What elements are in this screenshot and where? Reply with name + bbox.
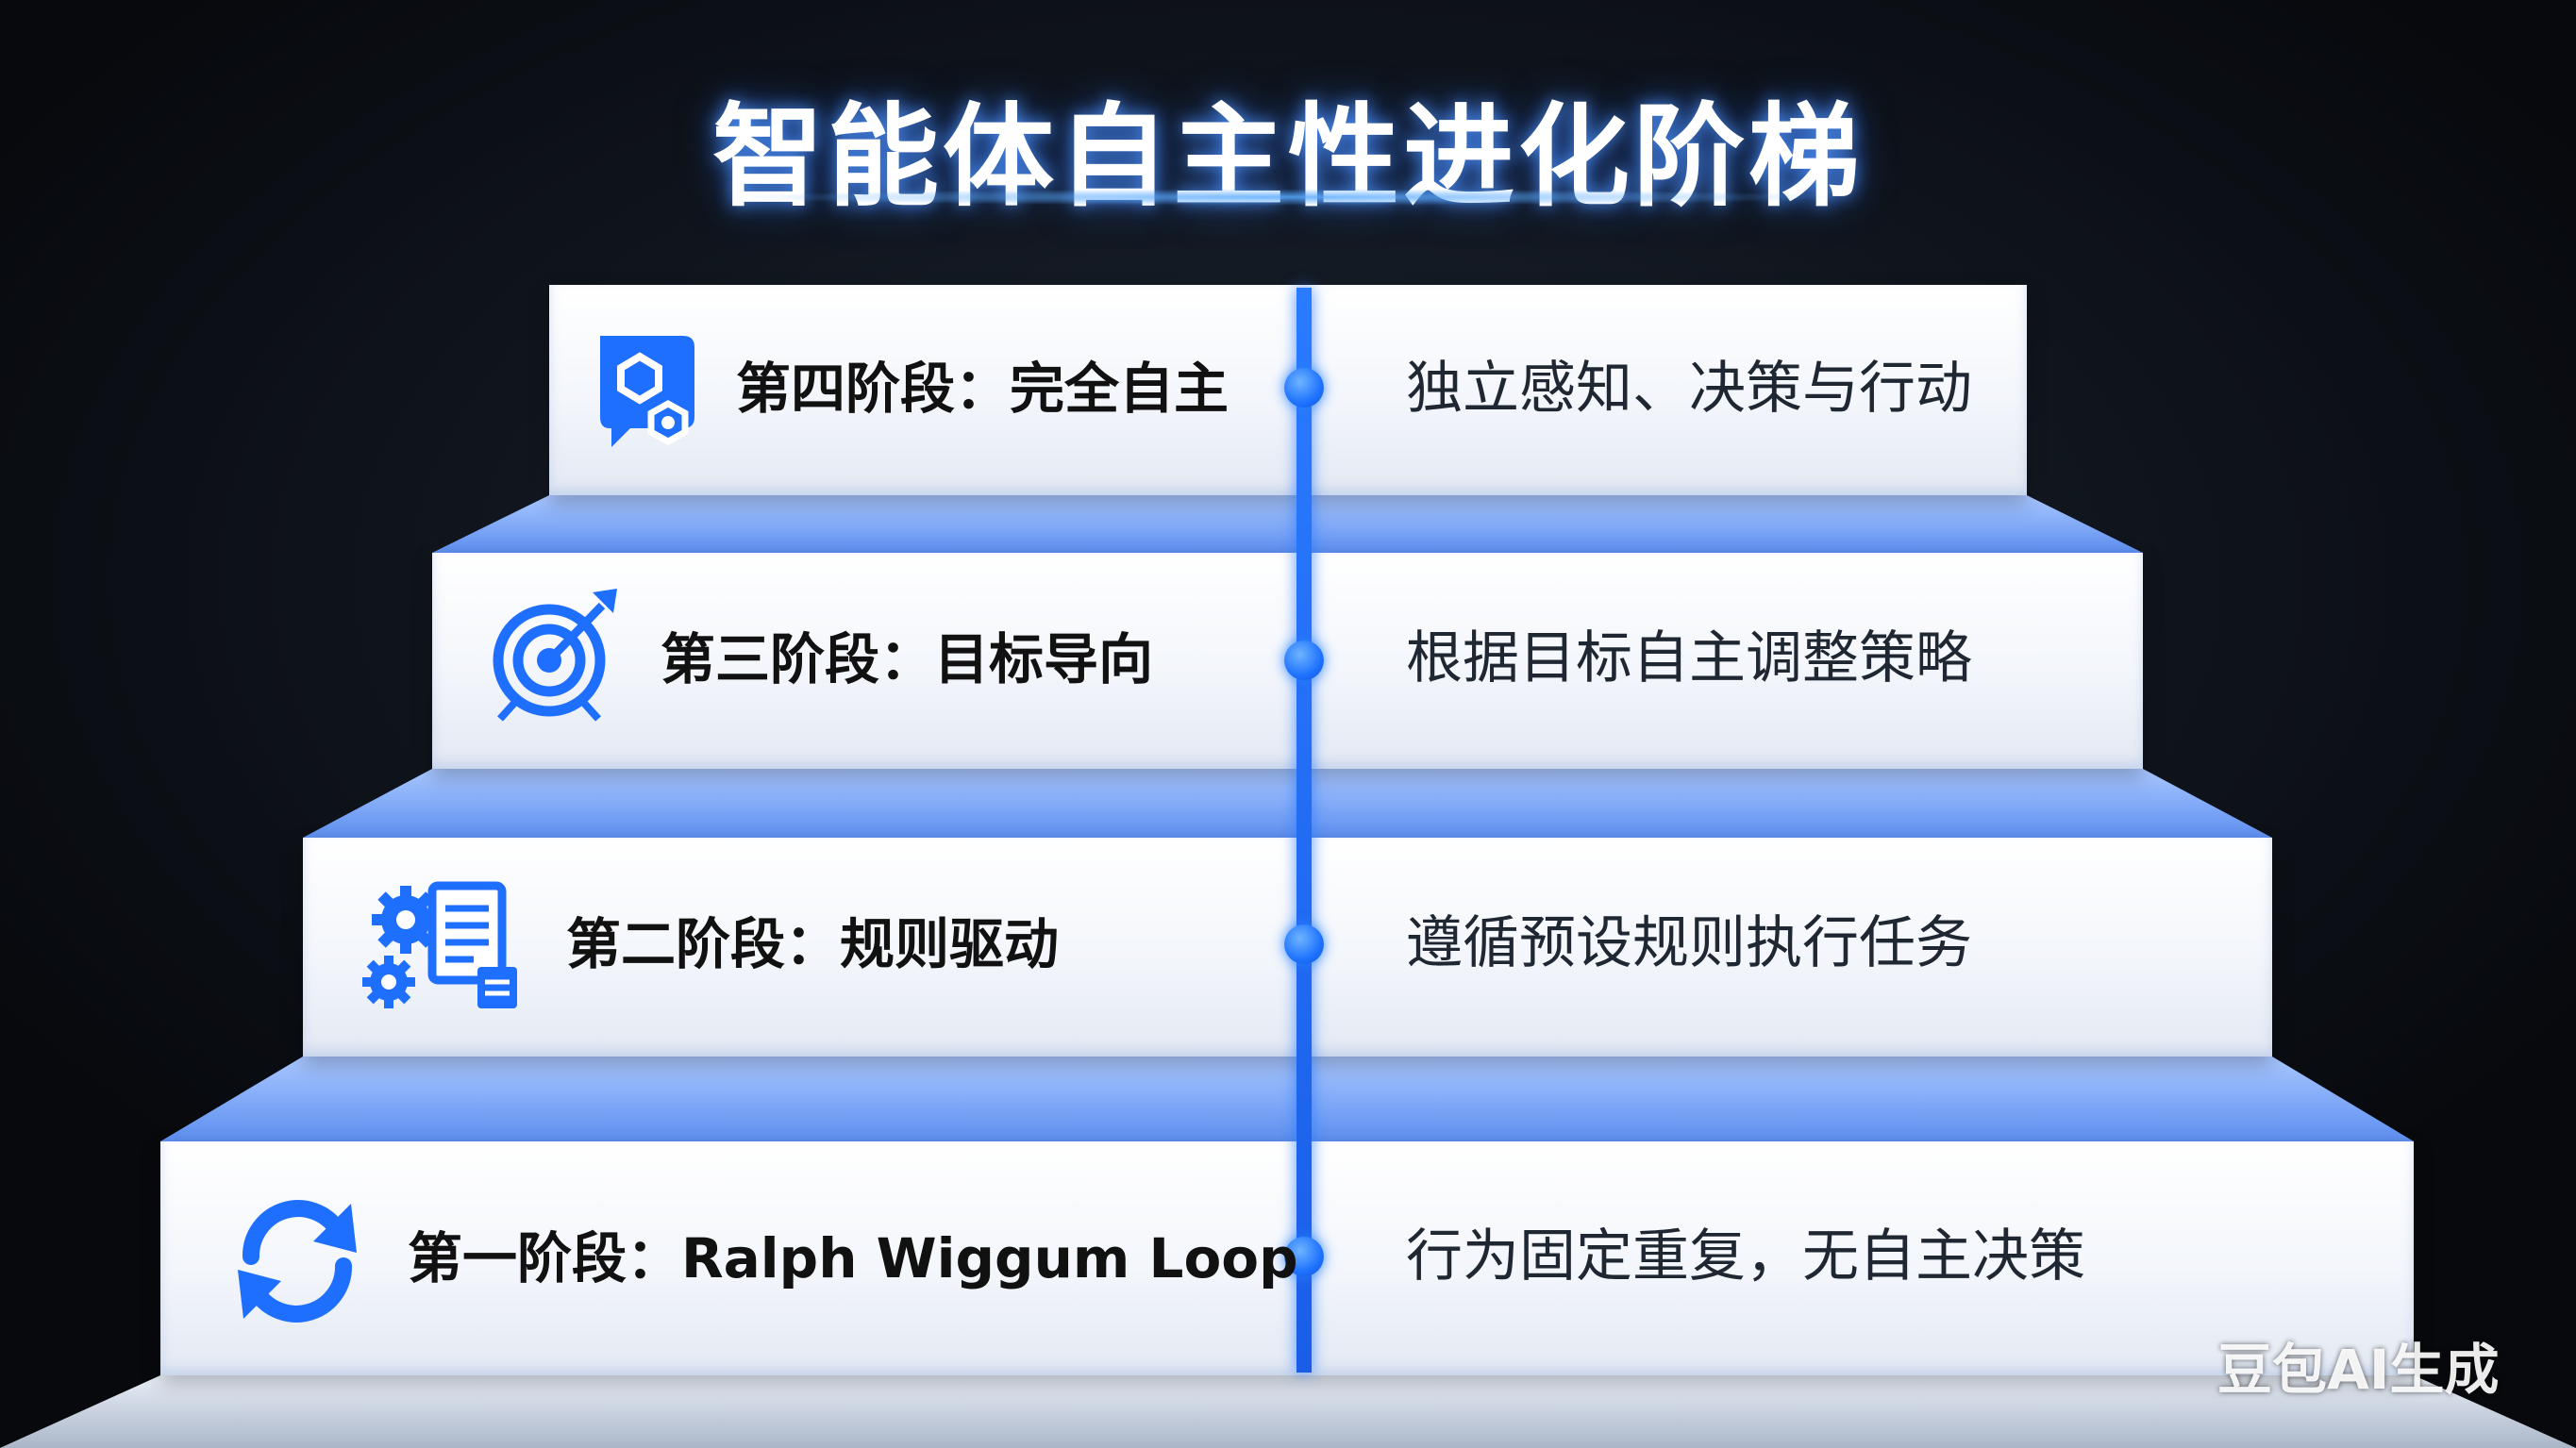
tread-stage-4 bbox=[432, 495, 2143, 553]
stage-1-label: 第一阶段：Ralph Wiggum Loop bbox=[408, 1226, 1298, 1290]
floor-platform bbox=[0, 1375, 2576, 1448]
ai-generated-watermark: 豆包AI生成 bbox=[2217, 1338, 2500, 1402]
stage-4-label: 第四阶段：完全自主 bbox=[736, 357, 1229, 421]
stage-3-description: 根据目标自主调整策略 bbox=[1406, 625, 1972, 691]
target-arrow-icon bbox=[493, 589, 617, 722]
timeline-node-stage-2 bbox=[1284, 924, 1324, 964]
stage-2-label: 第二阶段：规则驱动 bbox=[566, 912, 1060, 976]
stage-2-description: 遵循预设规则执行任务 bbox=[1406, 910, 1972, 976]
refresh-loop-icon bbox=[238, 1200, 357, 1323]
stage-3-label: 第三阶段：目标导向 bbox=[661, 627, 1154, 691]
gear-document-icon bbox=[362, 881, 517, 1008]
timeline-node-stage-4 bbox=[1284, 368, 1324, 408]
center-timeline bbox=[1296, 288, 1312, 1373]
timeline-node-stage-3 bbox=[1284, 641, 1324, 680]
autonomous-hexagon-icon bbox=[600, 336, 694, 447]
tread-stage-3 bbox=[303, 769, 2272, 838]
title-glow bbox=[722, 189, 1854, 206]
stage-1-description: 行为固定重复，无自主决策 bbox=[1406, 1223, 2085, 1290]
timeline-node-stage-1 bbox=[1284, 1237, 1324, 1276]
tread-stage-2 bbox=[160, 1057, 2414, 1141]
stage-4-description: 独立感知、决策与行动 bbox=[1406, 356, 1972, 422]
